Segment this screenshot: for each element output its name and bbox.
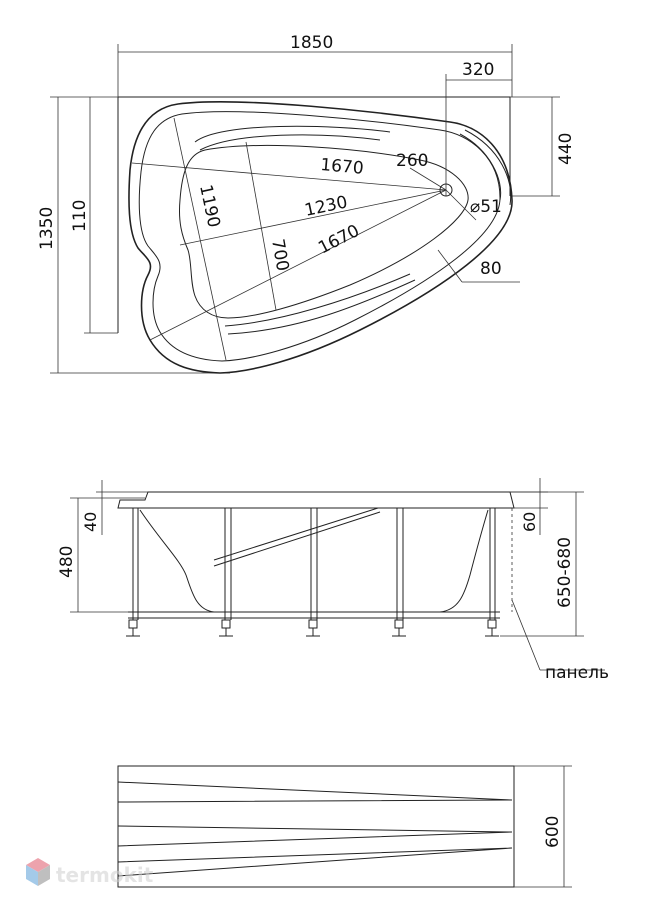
label-inner-depth-700: 700 bbox=[267, 237, 292, 272]
side-curve bbox=[459, 129, 512, 206]
headrest-curve bbox=[194, 125, 391, 151]
panel-view: 600 bbox=[117, 765, 572, 888]
dim-line-1670-b bbox=[149, 189, 447, 341]
label-rim-80: 80 bbox=[480, 259, 502, 279]
watermark-text: termokit bbox=[56, 863, 154, 887]
dim-line-80 bbox=[437, 249, 463, 283]
label-inner-width-1190: 1190 bbox=[195, 183, 224, 229]
label-panel: панель bbox=[545, 663, 609, 683]
label-drain-depth-440: 440 bbox=[556, 133, 576, 165]
side-feet bbox=[126, 619, 499, 637]
label-panel-height-600: 600 bbox=[543, 816, 563, 848]
label-width-1850: 1850 bbox=[290, 33, 333, 53]
dim-line-700 bbox=[245, 141, 277, 311]
side-rim bbox=[117, 491, 515, 509]
side-bowl bbox=[139, 509, 489, 613]
label-diagonal-1670-b: 1670 bbox=[315, 221, 363, 258]
dim-line-51 bbox=[445, 189, 477, 221]
label-rim-offset-60: 60 bbox=[520, 512, 539, 532]
bath-rim-contour bbox=[138, 111, 501, 362]
side-view: 480 40 60 650-680 панель bbox=[57, 478, 609, 683]
label-drain-offset-320: 320 bbox=[462, 60, 494, 80]
label-diagonal-1230: 1230 bbox=[303, 192, 349, 221]
dim-line-1230 bbox=[179, 189, 447, 246]
label-drain-distance-260: 260 bbox=[396, 151, 428, 171]
bath-outer-contour bbox=[128, 101, 513, 374]
label-bath-height-480: 480 bbox=[57, 546, 77, 578]
label-rim-offset-40: 40 bbox=[81, 512, 100, 532]
top-view: 1850 320 1350 110 440 1670 1230 1670 119… bbox=[37, 33, 576, 374]
label-total-height: 650-680 bbox=[555, 537, 575, 608]
label-height-1350: 1350 bbox=[37, 207, 57, 250]
watermark: termokit bbox=[26, 858, 154, 887]
dim-line-260 bbox=[409, 167, 447, 191]
bath-inner-bowl bbox=[179, 144, 469, 319]
dim-line-1190 bbox=[173, 117, 227, 361]
termokit-logo-icon bbox=[26, 858, 50, 886]
label-short-side-110: 110 bbox=[70, 200, 90, 232]
panel-stripes bbox=[117, 781, 513, 877]
label-diagonal-1670-a: 1670 bbox=[320, 155, 365, 179]
lower-rim-curve bbox=[224, 273, 416, 335]
label-drain-diameter: ⌀51 bbox=[470, 197, 502, 217]
